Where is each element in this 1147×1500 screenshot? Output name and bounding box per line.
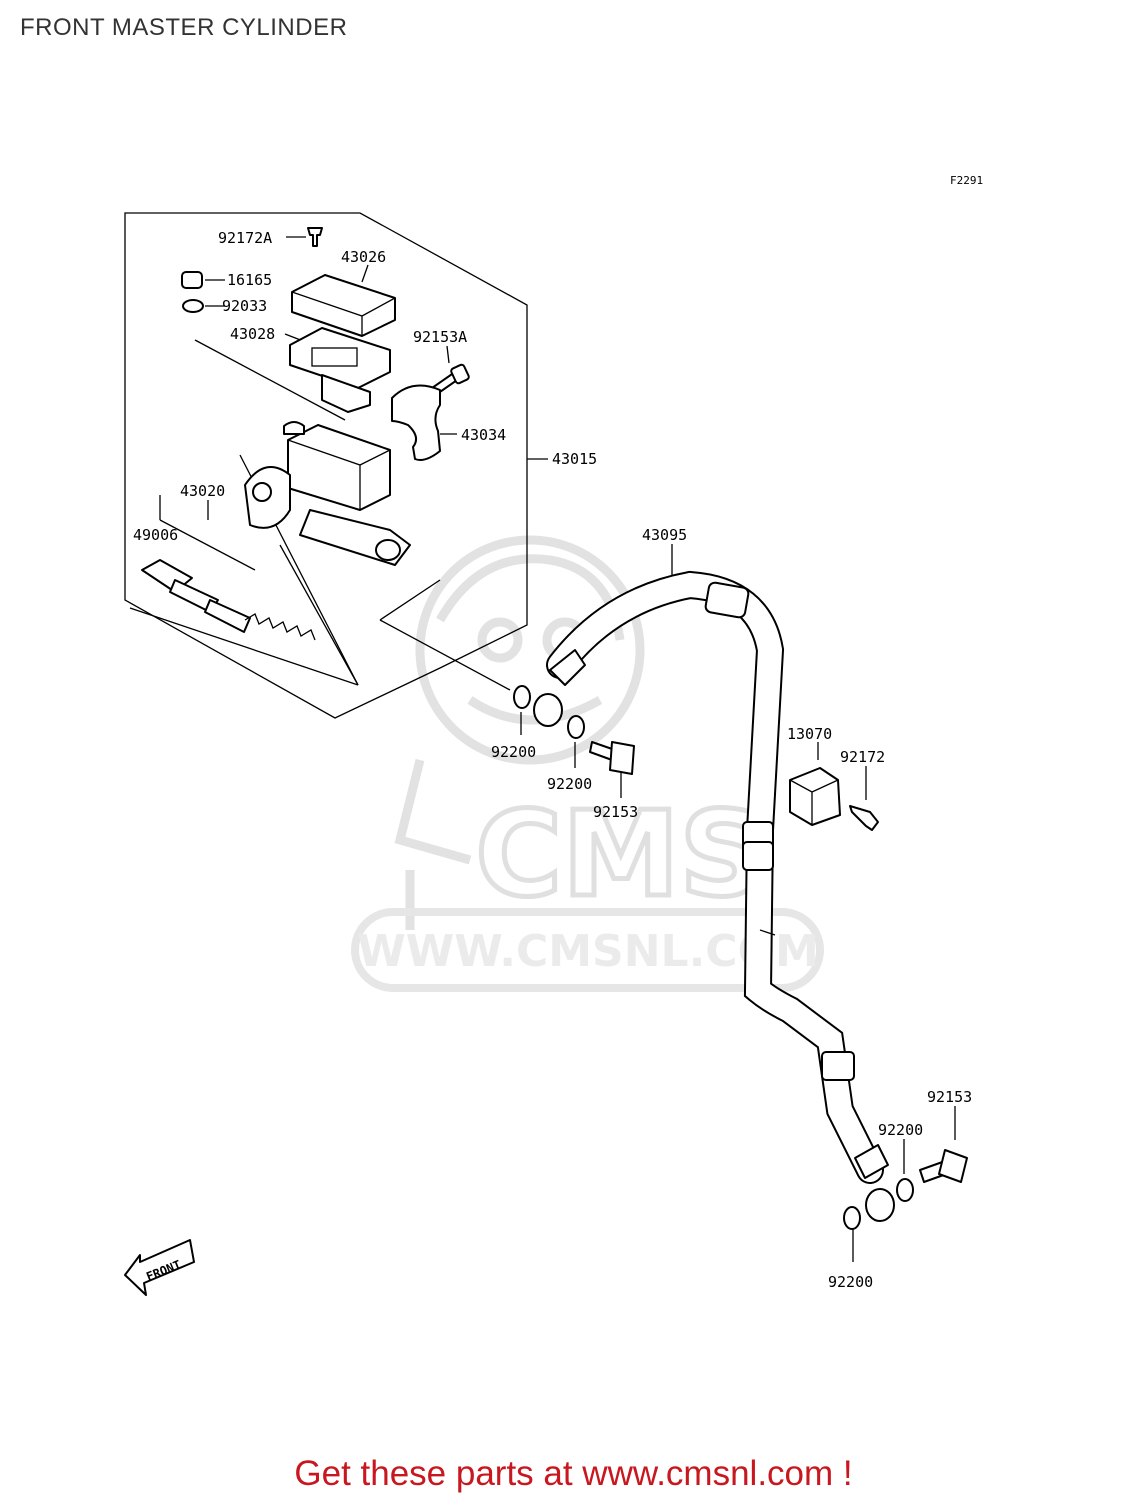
callout-label: 43034 (461, 426, 506, 444)
reservoir-cap (291, 274, 396, 337)
callout-label: 92172 (840, 748, 885, 766)
leader-lines (129, 236, 956, 1262)
piston-assembly (141, 559, 316, 641)
handlebar-clamp (391, 384, 441, 461)
diaphragm-plate (289, 327, 391, 389)
callout-label: 43028 (230, 325, 275, 343)
washer-92033 (182, 299, 204, 313)
footer-promo-link[interactable]: Get these parts at www.cmsnl.com ! (294, 1454, 853, 1493)
callout-label: 49006 (133, 526, 178, 544)
front-arrow-icon: FRONT (124, 1239, 195, 1296)
part-callouts: 92172A 43026 16165 92033 43028 92153A 43… (133, 229, 972, 1291)
clamp-bolt-92153a (431, 363, 470, 395)
watermark-url-text: WWW.CMSNL.COM (357, 926, 819, 977)
callout-label: 92153A (413, 328, 467, 346)
washer-92200-c (896, 1178, 914, 1202)
callout-label: 92200 (491, 743, 536, 761)
master-cylinder-body (244, 421, 411, 566)
callout-label: 43020 (180, 482, 225, 500)
cap-screw-icon (307, 227, 323, 247)
assembly-outline (124, 212, 528, 719)
bush-16165 (181, 271, 203, 289)
washer-92200-a (513, 685, 531, 709)
watermark-url-pill (351, 908, 824, 992)
washer-92200-d (843, 1206, 861, 1230)
watermark-logo-text: CMS (475, 785, 764, 923)
callout-label: 92033 (222, 297, 267, 315)
hose-clamp (789, 767, 841, 826)
washer-92200-b (567, 715, 585, 739)
banjo-bolt-upper (589, 741, 635, 775)
callout-label: 92153 (593, 803, 638, 821)
callout-label: 43015 (552, 450, 597, 468)
diaphragm (321, 374, 371, 413)
callout-label: 92200 (547, 775, 592, 793)
clamp-screw-icon (849, 805, 879, 831)
banjo-bolt-lower (919, 1149, 968, 1183)
callout-label: 92200 (828, 1273, 873, 1291)
page-title: FRONT MASTER CYLINDER (20, 14, 348, 41)
callout-label: 92172A (218, 229, 272, 247)
callout-label: 43095 (642, 526, 687, 544)
callout-label: 92153 (927, 1088, 972, 1106)
callout-label: 43026 (341, 248, 386, 266)
brake-hose (533, 570, 895, 1222)
callout-label: 13070 (787, 725, 832, 743)
callout-label: 92200 (878, 1121, 923, 1139)
callout-label: 16165 (227, 271, 272, 289)
figure-code: F2291 (950, 174, 983, 187)
